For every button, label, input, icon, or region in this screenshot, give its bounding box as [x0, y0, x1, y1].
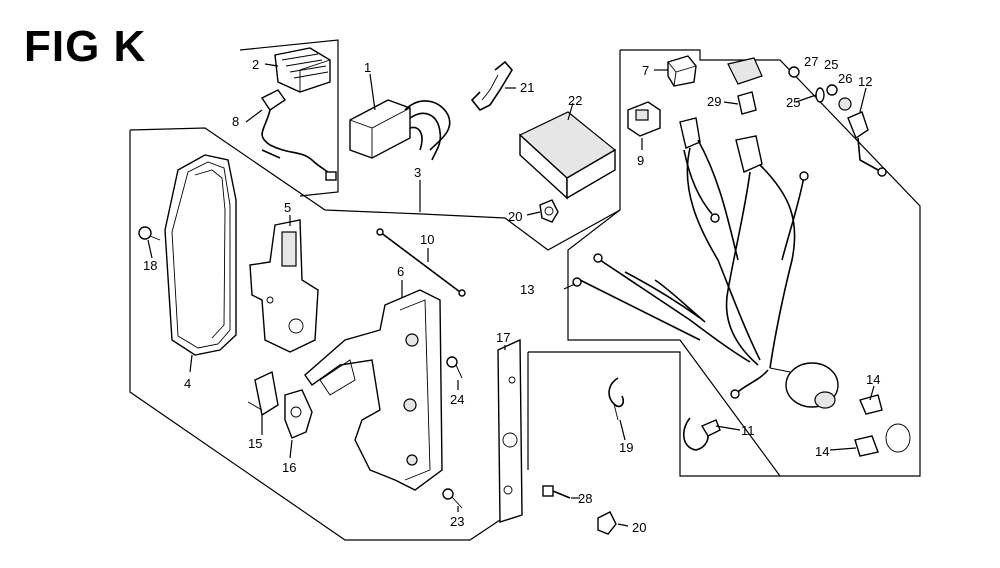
washer-part-25-lower [826, 84, 838, 96]
callout-14b: 14 [815, 444, 829, 459]
band-part-11 [683, 417, 721, 451]
clip-part-21 [470, 60, 513, 112]
callout-29: 29 [707, 94, 721, 109]
cdi-unit-part-1 [349, 99, 451, 161]
callout-3: 3 [414, 165, 421, 180]
callout-12: 12 [858, 74, 872, 89]
key-part-14-upper [859, 394, 911, 453]
callout-labels: 1 2 3 4 5 6 7 8 9 10 11 12 13 14 14 15 1… [143, 54, 880, 535]
terminal-part-12 [847, 111, 887, 177]
control-box-cover-part-4 [164, 154, 237, 356]
leader-lines [147, 63, 875, 527]
control-panel-part-6 [304, 289, 443, 491]
callout-14a: 14 [866, 372, 880, 387]
callout-25b: 25 [786, 95, 800, 110]
clamp-part-19 [608, 377, 625, 421]
key-switch [769, 362, 839, 409]
callout-8: 8 [232, 114, 239, 129]
callout-2: 2 [252, 57, 259, 72]
bracket-part-5 [249, 219, 319, 353]
nut-part-26 [838, 97, 852, 111]
rod-part-10 [376, 228, 466, 297]
screw-part-18 [138, 226, 161, 241]
screw-part-23 [442, 488, 463, 509]
callout-20a: 20 [508, 209, 522, 224]
cable-clip-part-20-upper [539, 199, 559, 223]
callout-27: 27 [804, 54, 818, 69]
callout-4: 4 [184, 376, 191, 391]
callout-17: 17 [496, 330, 510, 345]
key-part-14-lower [854, 435, 879, 457]
callout-25a: 25 [824, 57, 838, 72]
bolt-part-28 [542, 485, 571, 499]
figure-title: FIG K [24, 22, 147, 71]
fuse-cover-part-29 [727, 57, 763, 115]
screw-part-24 [446, 356, 463, 379]
callout-26: 26 [838, 71, 852, 86]
relay-part-7 [667, 55, 697, 87]
switch-part-15 [247, 370, 279, 417]
callout-15: 15 [248, 436, 262, 451]
group-outlines [129, 39, 921, 541]
callout-6: 6 [397, 264, 404, 279]
callout-21: 21 [520, 80, 534, 95]
callout-22: 22 [568, 93, 582, 108]
foam-block-part-22 [518, 111, 617, 200]
regulator-part-2 [274, 47, 331, 93]
callout-23: 23 [450, 514, 464, 529]
callout-24: 24 [450, 392, 464, 407]
wire-harness-part-13 [572, 117, 809, 399]
nut-part-25-upper [788, 66, 800, 78]
callout-9: 9 [637, 153, 644, 168]
cable-clip-part-20-lower [597, 511, 617, 535]
switch-part-16 [284, 389, 313, 439]
callout-5: 5 [284, 200, 291, 215]
callout-10: 10 [420, 232, 434, 247]
washer-part-27 [815, 87, 825, 103]
callout-19: 19 [619, 440, 633, 455]
callout-13: 13 [520, 282, 534, 297]
callout-20b: 20 [632, 520, 646, 535]
callout-28: 28 [578, 491, 592, 506]
wire-lead-part-8 [260, 89, 337, 181]
callout-18: 18 [143, 258, 157, 273]
callout-1: 1 [364, 60, 371, 75]
callout-7: 7 [642, 63, 649, 78]
callout-16: 16 [282, 460, 296, 475]
fuse-holder-part-9 [627, 101, 661, 137]
callout-11: 11 [741, 423, 755, 438]
plate-part-17 [497, 338, 523, 523]
